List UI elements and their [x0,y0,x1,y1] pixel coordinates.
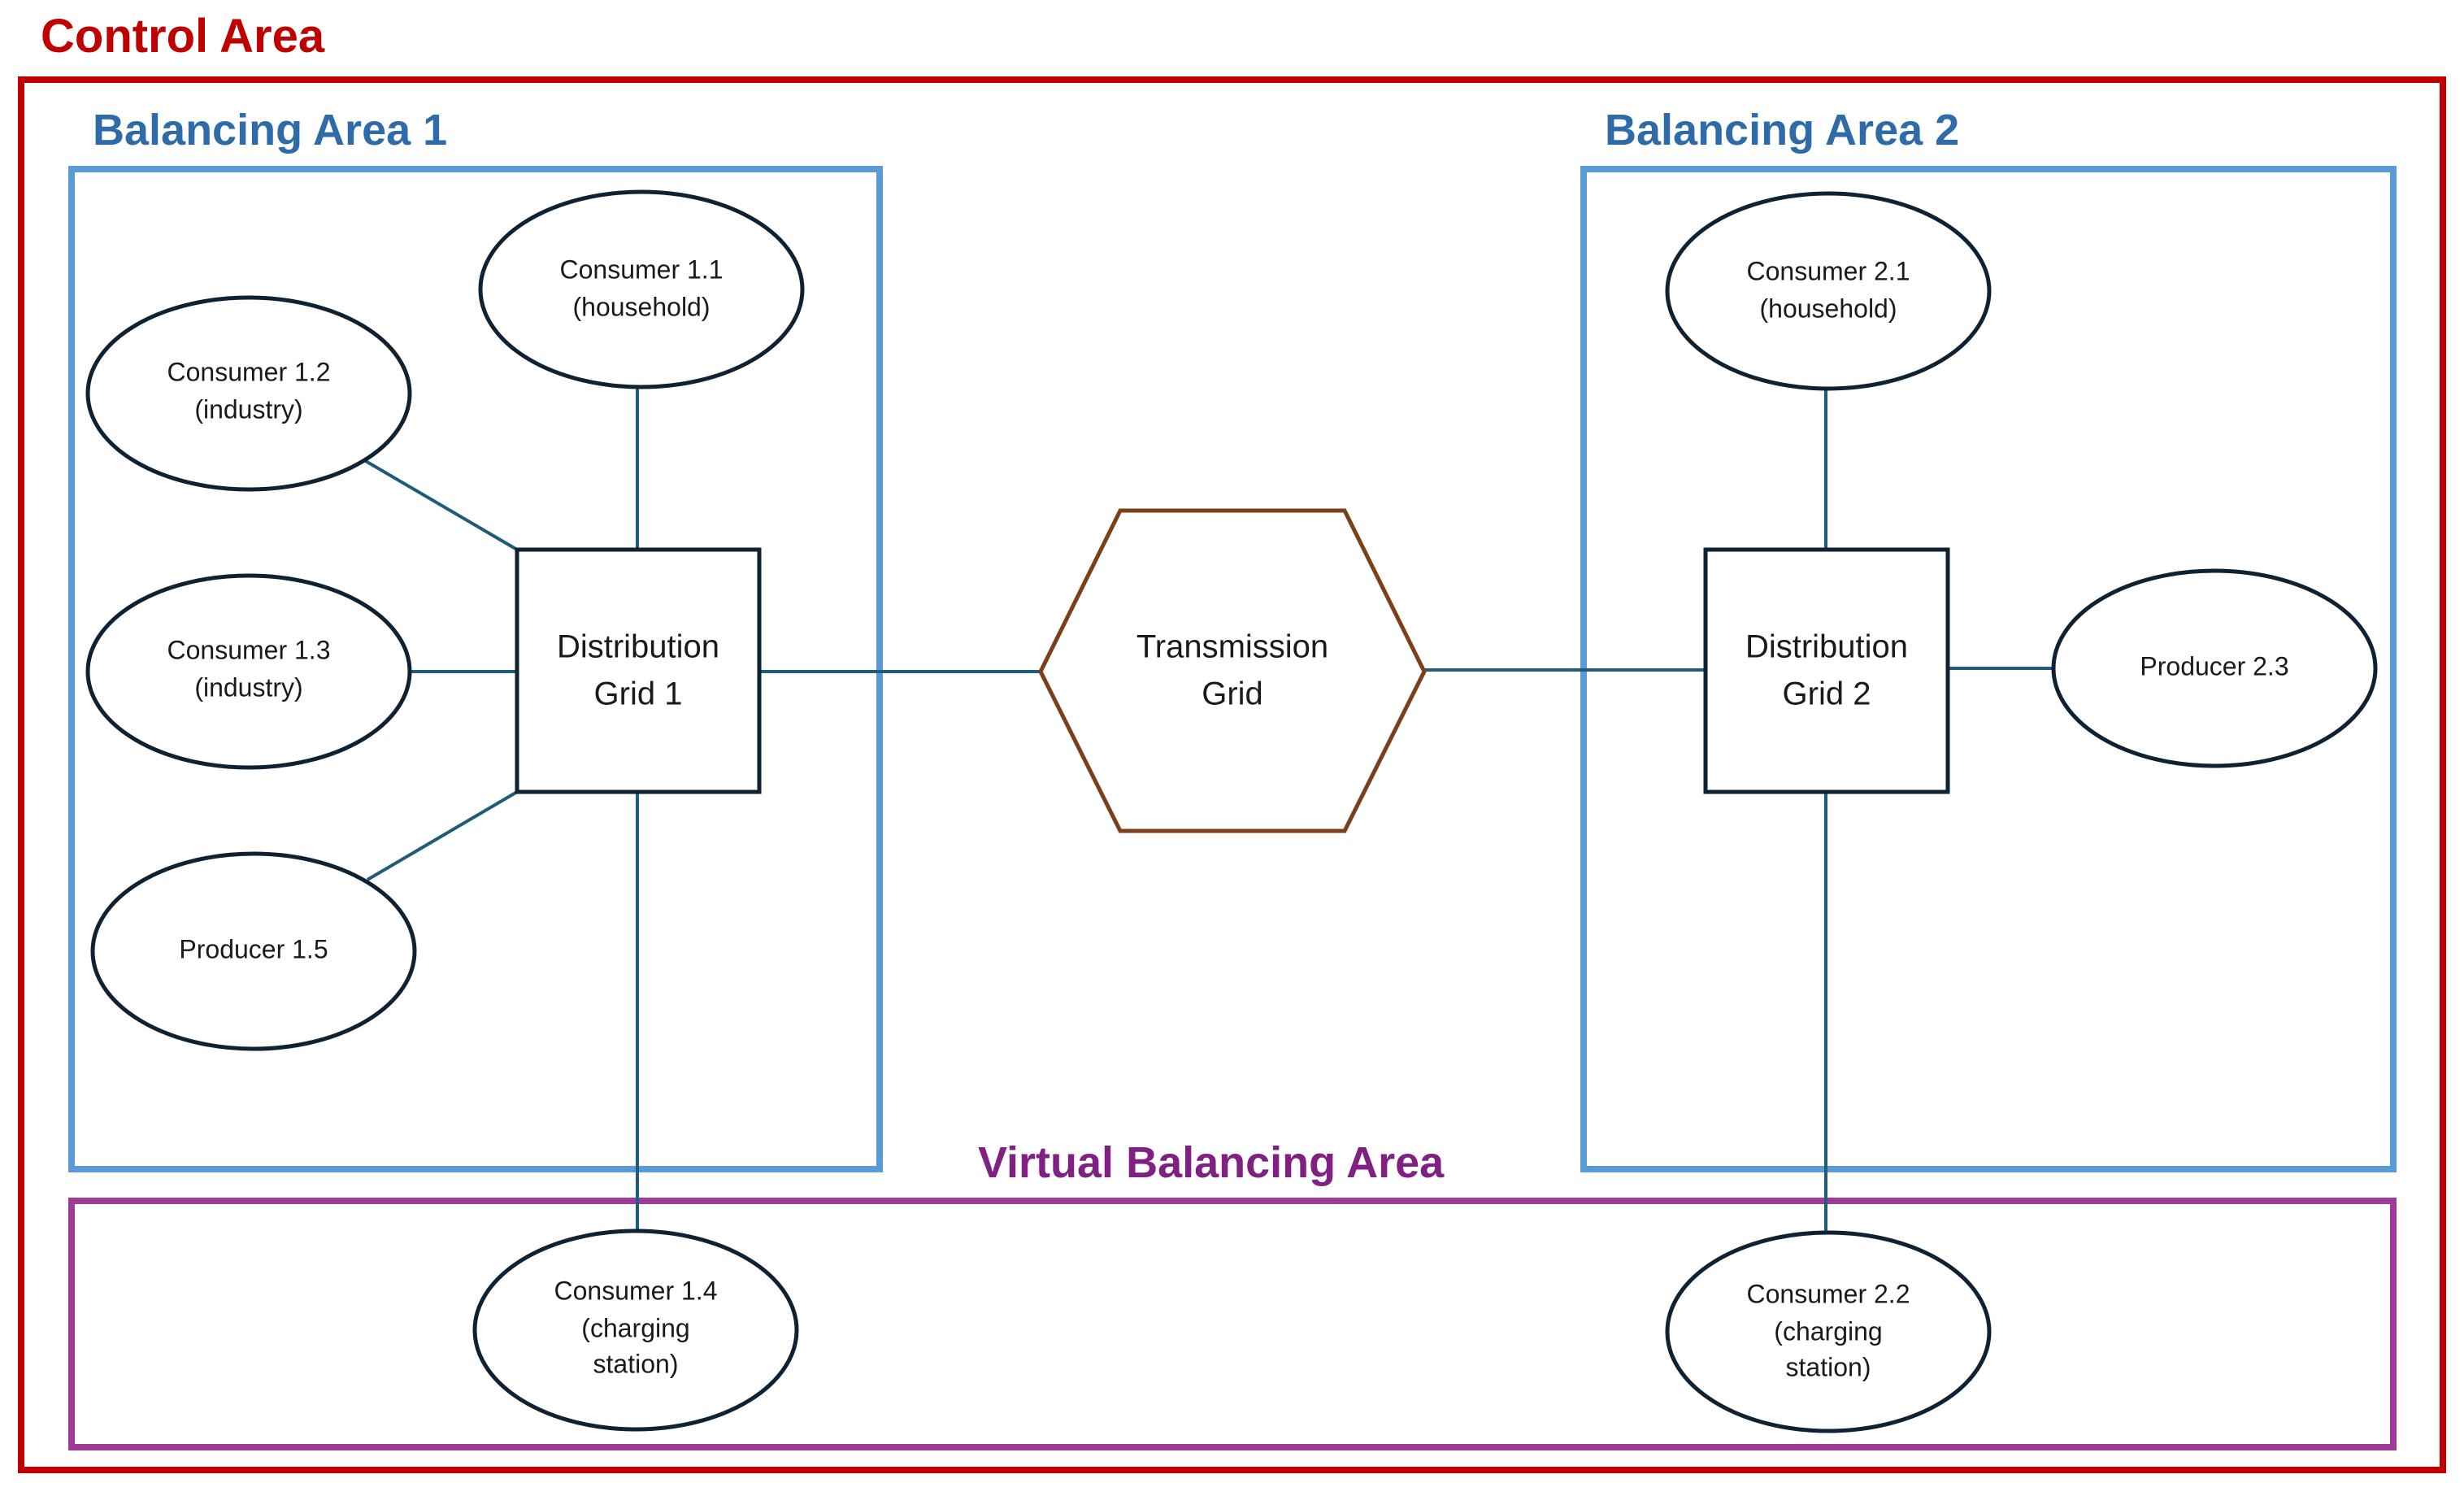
consumer-2-2-label-2: (charging [1774,1316,1882,1346]
consumer-1-1-label-2: (household) [573,292,711,321]
balancing-area-2-title: Balancing Area 2 [1605,106,1959,154]
distribution-grid-1-label-2: Grid 1 [594,676,683,712]
producer-1-5-label: Producer 1.5 [179,934,328,963]
consumer-1-4-node [472,1229,799,1432]
producer-2-3-node [2051,568,2378,768]
transmission-grid-label-2: Grid [1202,676,1263,712]
consumer-2-2-label-1: Consumer 2.2 [1747,1279,1910,1308]
distribution-grid-2-node [1703,547,1950,794]
consumer-1-2-label-1: Consumer 1.2 [167,357,331,386]
consumer-1-4-label-1: Consumer 1.4 [554,1276,718,1305]
producer-2-3-label: Producer 2.3 [2140,651,2288,681]
balancing-area-1-title: Balancing Area 1 [93,106,447,154]
consumer-2-1-node [1665,191,1992,391]
distribution-grid-1-node [515,547,762,794]
consumer-1-4-label-3: station) [593,1349,679,1378]
consumer-1-3-node [85,573,412,770]
virtual-balancing-area-title: Virtual Balancing Area [978,1138,1445,1187]
consumer-1-2-node [85,295,412,492]
distribution-grid-1-label-1: Distribution [557,629,719,665]
connectors [363,389,2053,1234]
producer-1-5-node [90,851,417,1051]
distribution-grid-2-label-2: Grid 2 [1783,676,1871,712]
balancing-area-1-border [68,166,883,1172]
consumer-1-4-label-2: (charging [581,1313,689,1342]
consumer-2-2-label-3: station) [1786,1352,1871,1381]
distribution-grid-2-label-1: Distribution [1745,629,1908,665]
transmission-grid-label-1: Transmission [1136,629,1328,665]
connector-dg1-consumer-1-2 [363,459,519,551]
control-area-border [18,76,2446,1473]
consumer-1-2-label-2: (industry) [194,394,302,424]
consumer-2-1-label-2: (household) [1760,294,1897,323]
transmission-grid-node [1038,508,1427,833]
consumer-1-3-label-2: (industry) [194,672,302,702]
consumer-1-1-label-1: Consumer 1.1 [560,254,724,284]
connector-dg1-producer-1-5 [366,790,519,881]
virtual-balancing-area-border [68,1198,2397,1450]
control-area-title: Control Area [41,10,325,63]
consumer-2-2-node [1665,1230,1992,1433]
consumer-1-1-node [478,189,805,389]
consumer-2-1-label-1: Consumer 2.1 [1747,256,1910,285]
consumer-1-3-label-1: Consumer 1.3 [167,635,331,664]
